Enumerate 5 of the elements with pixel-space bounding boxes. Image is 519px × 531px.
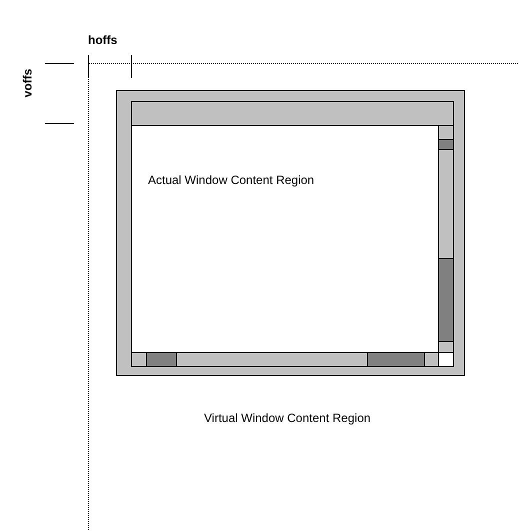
region-label: Virtual Window Content Region bbox=[204, 411, 371, 425]
dimension-label: hoffs bbox=[88, 33, 118, 47]
region-label: Actual Window Content Region bbox=[148, 173, 314, 187]
virtual-region bbox=[88, 63, 519, 531]
dimension-label: voffs bbox=[20, 68, 34, 98]
